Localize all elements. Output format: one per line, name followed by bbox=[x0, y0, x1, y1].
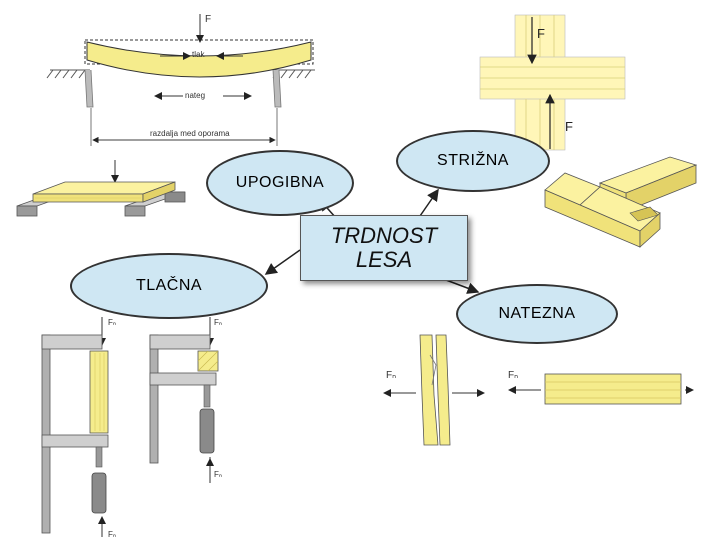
clamp-force-top-right-label: Fₙ bbox=[214, 318, 223, 327]
tension-force-left-label: Fₙ bbox=[386, 370, 397, 381]
arrow-to-tension bbox=[445, 279, 480, 294]
center-title-line-1: TRDNOST bbox=[330, 223, 438, 248]
center-title-line-2: LESA bbox=[355, 247, 413, 272]
category-bending[interactable]: UPOGIBNA bbox=[206, 150, 354, 216]
beam-compression-label: tlak bbox=[192, 50, 205, 59]
arrow-to-shear bbox=[419, 188, 439, 217]
clamp-force-bottom-left-label: Fₙ bbox=[108, 530, 117, 539]
beam-span-label: razdalja med oporama bbox=[148, 129, 232, 138]
shear-joint-illustration bbox=[544, 156, 698, 248]
bent-beam bbox=[86, 41, 312, 78]
tension-split-board bbox=[383, 334, 485, 446]
shear-force-bottom-label: F bbox=[565, 119, 573, 134]
shear-force-top-label: F bbox=[537, 26, 545, 41]
beam-force-label: F bbox=[205, 14, 212, 25]
tension-plank bbox=[508, 373, 694, 405]
clamp-force-mid-right-label: Fₙ bbox=[214, 470, 223, 479]
clamp-force-top-left-label: Fₙ bbox=[108, 318, 117, 327]
center-title-box: TRDNOST LESA bbox=[300, 215, 468, 281]
bending-beam-diagram bbox=[46, 14, 315, 146]
beam-tension-label: nateg bbox=[185, 91, 206, 100]
category-compression[interactable]: TLAČNA bbox=[70, 253, 268, 319]
compression-clamp-left bbox=[41, 317, 109, 537]
compression-clamp-right bbox=[149, 317, 219, 464]
shear-cross-diagram bbox=[479, 14, 626, 151]
category-shear[interactable]: STRIŽNA bbox=[396, 130, 550, 192]
category-tension[interactable]: NATEZNA bbox=[456, 284, 618, 344]
compression-clamp-right-bottom-arrow bbox=[206, 458, 214, 483]
tension-force-right-label: Fₙ bbox=[508, 370, 519, 381]
bending-plank-illustration bbox=[16, 160, 186, 217]
arrow-to-compression bbox=[264, 249, 301, 275]
